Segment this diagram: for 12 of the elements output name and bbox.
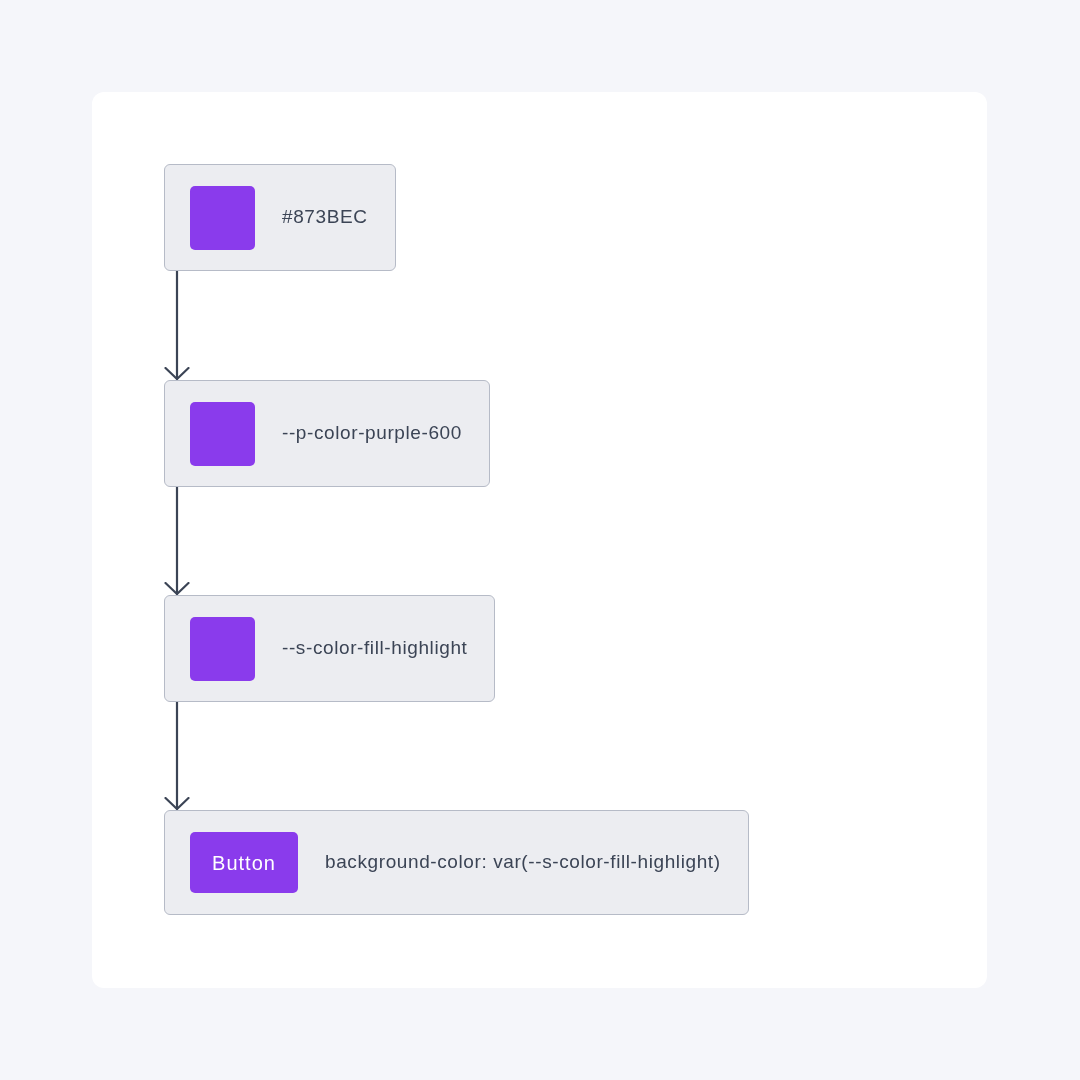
- token-text: --s-color-fill-highlight: [282, 636, 468, 661]
- token-box: [164, 595, 496, 702]
- token-box: [164, 810, 749, 915]
- arrow: [164, 485, 190, 596]
- token-text: --p-color-purple-600: [282, 421, 462, 446]
- token-box: [164, 380, 490, 487]
- token-text: #873BEC: [282, 205, 368, 230]
- token-box: [164, 164, 396, 271]
- arrow: [164, 700, 190, 811]
- button: Button: [190, 832, 298, 893]
- arrow: [164, 269, 190, 381]
- token-text: background-color: var(--s-color-fill-highlight): [325, 850, 721, 875]
